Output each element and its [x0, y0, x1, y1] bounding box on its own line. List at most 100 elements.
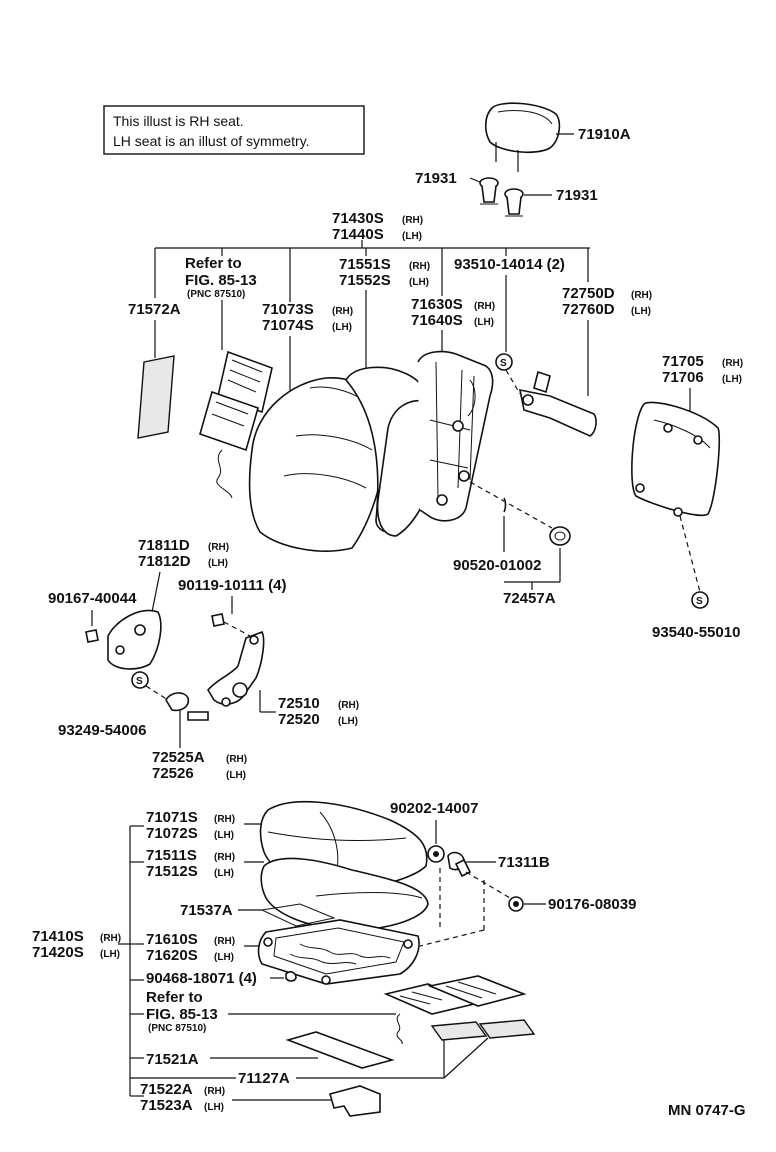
- clip-part: [503, 497, 571, 546]
- label-back-pad-rh: 71073S: [262, 301, 314, 318]
- svg-text:(RH): (RH): [338, 700, 359, 711]
- label-guide-left: 71931: [415, 170, 457, 187]
- svg-text:(LH): (LH): [631, 306, 651, 317]
- label-back-assy-rh: 71430S: [332, 210, 384, 227]
- label-pad-a: 71521A: [146, 1051, 199, 1068]
- svg-text:(LH): (LH): [409, 277, 429, 288]
- wire-part: [260, 903, 336, 927]
- label-adjuster-lh: 72520: [278, 711, 320, 728]
- label-fig-bot: FIG. 85-13: [146, 1006, 218, 1023]
- label-cover-side-rh: 71811D: [138, 537, 190, 554]
- svg-text:(LH): (LH): [474, 317, 494, 328]
- svg-text:(RH): (RH): [214, 814, 235, 825]
- label-bolt-left: 90167-40044: [48, 590, 137, 607]
- svg-text:(RH): (RH): [204, 1086, 225, 1097]
- note-box: [103, 105, 365, 155]
- bolt-4-part: [211, 613, 225, 627]
- pad-71521a: [285, 1031, 395, 1069]
- label-pnc-top: (PNC 87510): [187, 289, 245, 300]
- label-cushion-cover-rh: 71071S: [146, 809, 198, 826]
- label-clip: 90520-01002: [453, 557, 541, 574]
- svg-text:(RH): (RH): [722, 358, 743, 369]
- diagram-code: MN 0747-G: [668, 1102, 746, 1119]
- label-headrest: 71910A: [578, 126, 631, 143]
- label-pad-c-lh: 71523A: [140, 1097, 193, 1114]
- svg-text:S: S: [136, 676, 143, 687]
- label-adjuster-rh: 72510: [278, 695, 320, 712]
- label-cushion-assy-rh: 71410S: [32, 928, 84, 945]
- label-lock-rh: 72750D: [562, 285, 615, 302]
- label-pad-c-rh: 71522A: [140, 1081, 193, 1098]
- washer-s-left: S: [131, 671, 149, 689]
- back-board-part: [631, 401, 721, 517]
- headrest-part: [484, 102, 561, 172]
- svg-text:(LH): (LH): [332, 322, 352, 333]
- label-pad-b: 71127A: [238, 1070, 290, 1087]
- nut-right-part: [508, 896, 524, 912]
- recliner-knob-part: [165, 692, 209, 721]
- cushion-pad-part: [260, 857, 429, 932]
- label-cushion-pad-rh: 71511S: [146, 847, 197, 864]
- heater-element-top: [199, 350, 273, 499]
- label-board-lh: 71706: [662, 369, 704, 386]
- label-back-frame-rh: 71630S: [411, 296, 463, 313]
- washer-s-right: S: [691, 591, 709, 609]
- label-pad-back: 71572A: [128, 301, 181, 318]
- svg-text:(LH): (LH): [208, 558, 228, 569]
- label-refer-bot: Refer to: [146, 989, 203, 1006]
- label-pnc-bot: (PNC 87510): [148, 1023, 206, 1034]
- svg-text:(RH): (RH): [214, 852, 235, 863]
- label-bolt-4: 90119-10111 (4): [178, 577, 286, 594]
- label-cushion-pad-lh: 71512S: [146, 863, 198, 880]
- svg-text:(RH): (RH): [100, 933, 121, 944]
- svg-text:(LH): (LH): [226, 770, 246, 781]
- label-refer-top: Refer to: [185, 255, 242, 272]
- svg-text:(RH): (RH): [409, 261, 430, 272]
- svg-text:(LH): (LH): [722, 374, 742, 385]
- label-knob-lh: 72526: [152, 765, 194, 782]
- holder-part: [447, 851, 472, 878]
- label-nut-right: 90176-08039: [548, 896, 636, 913]
- svg-text:(RH): (RH): [226, 754, 247, 765]
- label-back-assy-lh: 71440S: [332, 226, 384, 243]
- clip-4-part: [285, 971, 297, 982]
- svg-text:S: S: [696, 596, 703, 607]
- label-cushion-cover-lh: 71072S: [146, 825, 198, 842]
- svg-text:(RH): (RH): [474, 301, 495, 312]
- label-clip-right: 93540-55010: [652, 624, 740, 641]
- headrest-guide-right: [504, 188, 524, 217]
- label-fig-top: FIG. 85-13: [185, 272, 257, 289]
- back-lock-part: [518, 370, 597, 437]
- label-knob-rh: 72525A: [152, 749, 205, 766]
- svg-text:(RH): (RH): [402, 215, 423, 226]
- label-lock-lh: 72760D: [562, 301, 615, 318]
- svg-text:(RH): (RH): [214, 936, 235, 947]
- recliner-adjuster-part: [207, 630, 265, 707]
- label-cushion-frame-rh: 71610S: [146, 931, 198, 948]
- label-holder: 71311B: [498, 854, 550, 871]
- svg-text:(LH): (LH): [204, 1102, 224, 1113]
- note-line-1: This illust is RH seat.: [113, 113, 244, 129]
- label-cushion-frame-lh: 71620S: [146, 947, 198, 964]
- pad-71127a-right: [478, 1019, 536, 1039]
- label-wire: 71537A: [180, 902, 233, 919]
- label-back-frame-lh: 71640S: [411, 312, 463, 329]
- label-guide-right: 71931: [556, 187, 598, 204]
- svg-text:(LH): (LH): [214, 830, 234, 841]
- heater-element-bottom: [383, 975, 527, 1045]
- washer-s-top: S: [495, 353, 513, 371]
- pad-71522a: [329, 1085, 381, 1117]
- label-back-cover-rh: 71551S: [339, 256, 391, 273]
- svg-text:(RH): (RH): [332, 306, 353, 317]
- svg-text:(RH): (RH): [208, 542, 229, 553]
- bolt-left-part: [85, 629, 99, 643]
- svg-text:(LH): (LH): [214, 868, 234, 879]
- note-line-2: LH seat is an illust of symmetry.: [113, 133, 310, 149]
- label-back-pad-lh: 71074S: [262, 317, 314, 334]
- pad-71127a-left: [430, 1021, 488, 1041]
- label-board-rh: 71705: [662, 353, 704, 370]
- label-back-cover-lh: 71552S: [339, 272, 391, 289]
- label-clip-4: 90468-18071 (4): [146, 970, 257, 987]
- nut-top-part: [427, 845, 445, 863]
